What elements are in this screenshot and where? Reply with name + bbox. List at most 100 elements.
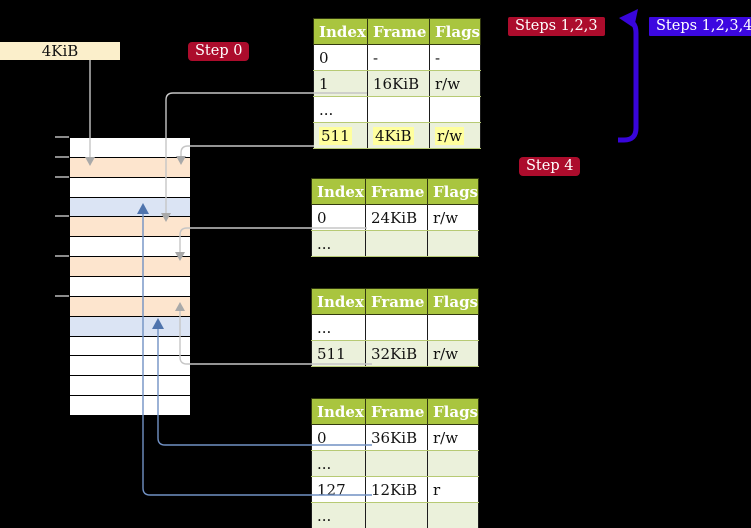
index-cell: ... (311, 450, 366, 477)
frame-cell (367, 96, 430, 123)
flags-cell: r/w (427, 424, 479, 451)
table-header-row: Index Frame Flags (311, 398, 479, 425)
memory-frame-row (70, 376, 190, 397)
index-cell: 0 (311, 424, 366, 451)
memory-frame-row (70, 197, 190, 218)
frame-cell (365, 230, 428, 257)
col-header-frame: Frame (365, 178, 428, 205)
address-tick (55, 156, 69, 158)
loop-arrow-steps (618, 18, 639, 143)
col-header-flags: Flags (427, 178, 479, 205)
flags-cell: r/w (429, 70, 481, 97)
flags-cell: r/w (429, 122, 481, 149)
frame-cell (365, 314, 428, 341)
index-cell: 511 (313, 122, 368, 149)
badge-steps-1-2-3-4: Steps 1,2,3,4 (649, 17, 751, 36)
flags-cell (427, 502, 479, 528)
physical-memory-stack (70, 137, 190, 417)
index-cell: 1 (313, 70, 368, 97)
memory-frame-row (70, 277, 190, 297)
table-row: 127 12KiB r (311, 476, 479, 503)
address-tick (55, 176, 69, 178)
table-row: 0 24KiB r/w (311, 204, 479, 231)
flags-cell (429, 96, 481, 123)
badge-step-0: Step 0 (188, 42, 250, 61)
index-cell: 511 (311, 340, 366, 367)
table-row: 511 32KiB r/w (311, 340, 479, 367)
index-cell: ... (311, 502, 366, 528)
col-header-index: Index (313, 18, 368, 45)
memory-frame-row (70, 217, 190, 238)
flags-cell: r (427, 476, 479, 503)
frame-cell: 36KiB (365, 424, 428, 451)
col-header-frame: Frame (365, 288, 428, 315)
flags-cell: r/w (427, 204, 479, 231)
frame-cell: - (367, 44, 430, 71)
address-tick (55, 255, 69, 257)
col-header-index: Index (311, 178, 366, 205)
col-header-index: Index (311, 288, 366, 315)
memory-frame-row (70, 356, 190, 377)
flags-cell: - (429, 44, 481, 71)
badge-step-4: Step 4 (519, 157, 581, 176)
size-label-box: 4KiB (0, 42, 120, 60)
table-row: ... (311, 502, 479, 528)
memory-frame-row (70, 396, 190, 417)
badge-steps-1-2-3: Steps 1,2,3 (508, 17, 605, 36)
frame-cell: 24KiB (365, 204, 428, 231)
table-row: ... (311, 314, 479, 341)
frame-cell: 16KiB (367, 70, 430, 97)
table-header-row: Index Frame Flags (311, 288, 479, 315)
col-header-index: Index (311, 398, 366, 425)
memory-frame-row (70, 257, 190, 278)
frame-cell (365, 502, 428, 528)
memory-frame-row (70, 177, 190, 198)
table-row: ... (311, 230, 479, 257)
memory-frame-row (70, 237, 190, 258)
page-table-level-4: Index Frame Flags 0 - - 1 16KiB r/w ... … (313, 18, 481, 149)
address-tick (55, 136, 69, 138)
highlighted-value: 511 (319, 126, 352, 145)
memory-frame-row (70, 316, 190, 337)
table-row: 1 16KiB r/w (313, 70, 481, 97)
arrow-table1-entry511-to-frame-4kib (180, 145, 314, 156)
table-header-row: Index Frame Flags (311, 178, 479, 205)
memory-frame-row (70, 157, 190, 178)
table-row: 0 36KiB r/w (311, 424, 479, 451)
arrowhead-left (619, 9, 638, 28)
index-cell: 127 (311, 476, 366, 503)
col-header-flags: Flags (429, 18, 481, 45)
table-row-highlighted: 511 4KiB r/w (313, 122, 481, 149)
frame-cell (365, 450, 428, 477)
index-cell: 0 (313, 44, 368, 71)
memory-frame-row (70, 138, 190, 158)
index-cell: ... (311, 314, 366, 341)
col-header-flags: Flags (427, 398, 479, 425)
flags-cell (427, 314, 479, 341)
frame-cell: 12KiB (365, 476, 428, 503)
index-cell: ... (311, 230, 366, 257)
memory-frame-row (70, 336, 190, 357)
flags-cell: r/w (427, 340, 479, 367)
address-tick (55, 215, 69, 217)
highlighted-value: 4KiB (373, 126, 414, 145)
table-row: ... (313, 96, 481, 123)
col-header-frame: Frame (367, 18, 430, 45)
col-header-flags: Flags (427, 288, 479, 315)
page-table-level-1: Index Frame Flags 0 36KiB r/w ... 127 12… (311, 398, 479, 528)
index-cell: 0 (311, 204, 366, 231)
frame-cell: 4KiB (367, 122, 430, 149)
frame-cell: 32KiB (365, 340, 428, 367)
col-header-frame: Frame (365, 398, 428, 425)
memory-frame-row (70, 296, 190, 317)
page-table-level-3: Index Frame Flags 0 24KiB r/w ... (311, 178, 479, 257)
index-cell: ... (313, 96, 368, 123)
size-label: 4KiB (41, 42, 79, 60)
address-tick (55, 295, 69, 297)
table-header-row: Index Frame Flags (313, 18, 481, 45)
flags-cell (427, 450, 479, 477)
table-row: 0 - - (313, 44, 481, 71)
highlighted-value: r/w (435, 126, 465, 145)
page-table-level-2: Index Frame Flags ... 511 32KiB r/w (311, 288, 479, 367)
